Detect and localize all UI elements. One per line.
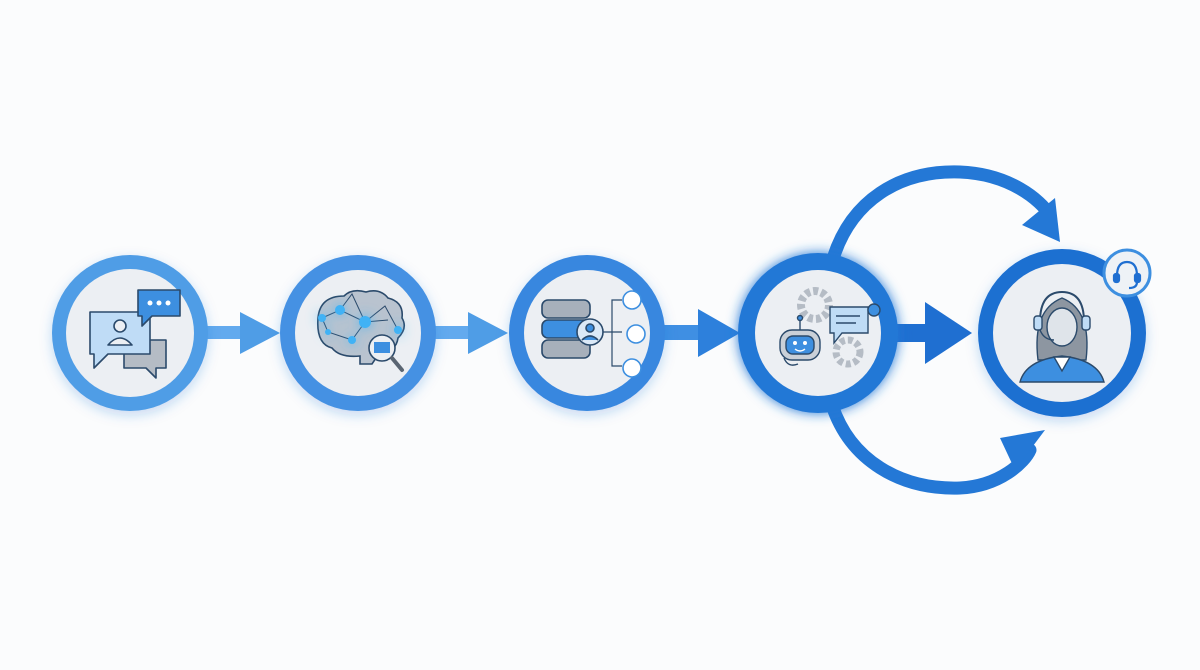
human-support-agent-icon [1019, 290, 1105, 383]
arc-top-arrow [825, 165, 1060, 269]
arrow-brain-to-database [428, 312, 508, 354]
chat-bubbles-user-icon [89, 289, 181, 379]
arrow-database-to-bot [658, 309, 740, 357]
chatbot-gears-icon [779, 287, 881, 368]
node-bot [738, 253, 898, 413]
arrow-bot-to-agent [890, 302, 972, 364]
arrow-chat-to-brain [200, 312, 280, 354]
headset-icon [1112, 260, 1142, 290]
ai-brain-search-icon [316, 289, 406, 372]
headset-badge [1102, 248, 1152, 298]
arc-bottom-arrow [825, 398, 1045, 495]
database-user-routing-icon [541, 290, 646, 378]
